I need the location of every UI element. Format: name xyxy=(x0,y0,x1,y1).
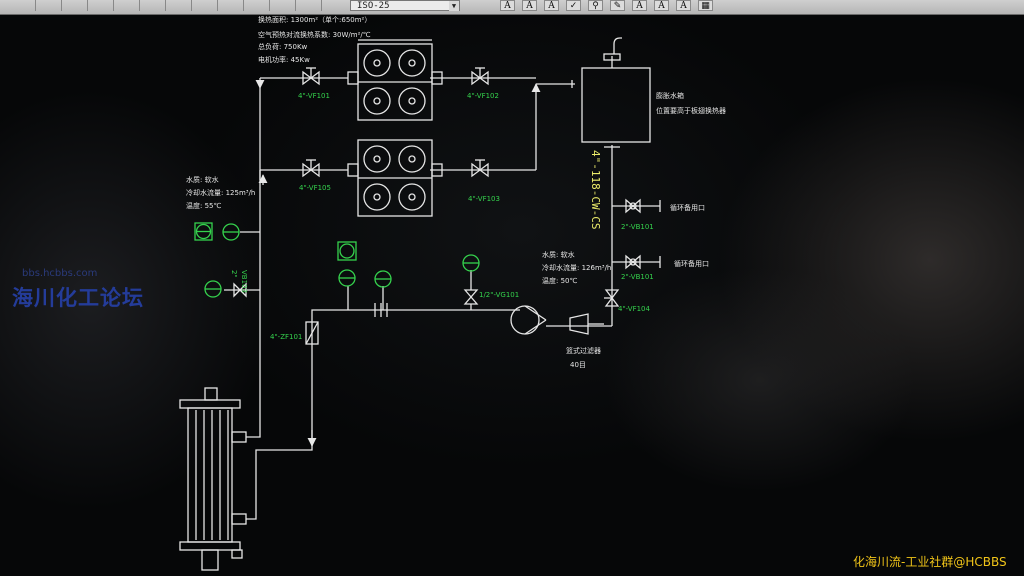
tag-vg101: 1/2"-VG101 xyxy=(479,291,519,299)
tag-zf101: 4"-ZF101 xyxy=(270,333,302,341)
check-spelling-button[interactable]: ✓ xyxy=(566,0,581,11)
pressure-gauge-outlet[interactable] xyxy=(338,269,356,287)
tank-position-note: 位置要高于板翅换热器 xyxy=(656,106,726,115)
temperature-gauge-inlet[interactable] xyxy=(194,222,213,241)
water-out-flow: 冷却水流量: 126m³/h xyxy=(542,263,611,272)
toolbar-tab[interactable] xyxy=(166,0,192,11)
shell-tube-heat-exchanger[interactable] xyxy=(179,387,247,571)
temperature-gauge-outlet[interactable] xyxy=(337,241,357,261)
valve-vb103[interactable] xyxy=(233,282,247,298)
tag-vf104: 4"-VF104 xyxy=(618,305,651,313)
tag-vf103: 4"-VF103 xyxy=(468,195,500,203)
valve-vb101[interactable] xyxy=(625,198,661,214)
watermark-url: bbs.hcbbs.com xyxy=(22,268,98,279)
filter-name: 篮式过滤器 xyxy=(566,346,601,355)
toolbar-tab[interactable] xyxy=(62,0,88,11)
toolbar-tab[interactable] xyxy=(36,0,62,11)
toolbar-tab[interactable] xyxy=(114,0,140,11)
toolbar-tab[interactable] xyxy=(88,0,114,11)
spec-area: 换热面积: 1300m²（单个:650m²） xyxy=(258,15,371,24)
valve-vf103[interactable] xyxy=(471,159,489,178)
text-convert-button[interactable]: A xyxy=(632,0,647,11)
pressure-gauge-inlet[interactable] xyxy=(222,223,240,241)
tank-name: 膨胀水箱 xyxy=(656,91,684,100)
spec-coefficient: 空气预热对流换热系数: 30W/m²/℃ xyxy=(258,30,371,39)
pipe-line-label: 4"-118-CW-CS xyxy=(589,150,602,229)
valve-vb102[interactable] xyxy=(625,254,661,270)
standby-port-1: 循环备用口 xyxy=(670,203,705,212)
watermark-forum-name: 海川化工论坛 xyxy=(12,286,144,310)
text-scale-button[interactable]: ⚲ xyxy=(588,0,603,11)
tag-vf102: 4"-VF102 xyxy=(467,92,499,100)
text-mask-button[interactable]: A xyxy=(654,0,669,11)
valve-vf101[interactable] xyxy=(302,67,320,86)
pressure-gauge-vg101[interactable] xyxy=(462,254,480,272)
text-find-button[interactable]: A xyxy=(544,0,559,11)
watermark-corner: 化海川流-工业社群@HCBBS xyxy=(853,555,1007,569)
filter-mesh: 40目 xyxy=(570,361,586,369)
toolbar-tab[interactable] xyxy=(270,0,296,11)
water-out-temp: 温度: 50℃ xyxy=(542,276,577,285)
dimstyle-value: ISO-25 xyxy=(357,1,390,11)
standby-port-2: 循环备用口 xyxy=(674,259,709,268)
tag-vf101: 4"-VF101 xyxy=(298,92,330,100)
orifice-flange[interactable] xyxy=(374,303,388,317)
toolbar-tab[interactable] xyxy=(10,0,36,11)
water-in-quality: 水质: 软水 xyxy=(186,175,219,184)
air-cooler-lower[interactable] xyxy=(347,139,443,217)
tag-vf105: 4"-VF105 xyxy=(299,184,331,192)
text-style-button[interactable]: A xyxy=(500,0,515,11)
valve-vf102[interactable] xyxy=(471,67,489,86)
toolbar-tab[interactable] xyxy=(218,0,244,11)
pressure-gauge-drain[interactable] xyxy=(204,280,222,298)
toolbar-tab[interactable] xyxy=(192,0,218,11)
text-justify-button[interactable]: ✎ xyxy=(610,0,625,11)
air-cooler-upper[interactable] xyxy=(347,39,443,121)
check-valve-zf101[interactable] xyxy=(305,321,319,345)
valve-vf105[interactable] xyxy=(302,159,320,178)
text-align-button[interactable]: ▦ xyxy=(698,0,713,11)
tag-vb104: 2" xyxy=(230,270,238,278)
water-in-flow: 冷却水流量: 125m³/h xyxy=(186,188,255,197)
tag-vb102: 2"-VB101 xyxy=(621,273,654,281)
water-out-quality: 水质: 软水 xyxy=(542,250,575,259)
chevron-down-icon[interactable]: ▼ xyxy=(449,1,459,11)
toolbar-tab[interactable] xyxy=(140,0,166,11)
circulation-pump[interactable] xyxy=(510,305,547,335)
basket-filter[interactable] xyxy=(569,313,604,335)
tag-vb103: VB103 xyxy=(240,270,248,293)
valve-vg101[interactable] xyxy=(463,289,479,310)
tag-vb101: 2"-VB101 xyxy=(621,223,654,231)
text-fit-button[interactable]: A xyxy=(676,0,691,11)
expansion-tank[interactable] xyxy=(571,37,651,148)
water-in-temp: 温度: 55℃ xyxy=(186,201,221,210)
toolbar-tab[interactable] xyxy=(244,0,270,11)
cad-toolbar: ISO-25 ▼ A A A ✓ ⚲ ✎ A A A ▦ xyxy=(0,0,1024,15)
spec-motor: 电机功率: 45Kw xyxy=(258,55,310,64)
valve-vf104[interactable] xyxy=(604,289,620,307)
text-edit-button[interactable]: A xyxy=(522,0,537,11)
toolbar-tab[interactable] xyxy=(296,0,322,11)
flow-gauge-outlet[interactable] xyxy=(374,270,392,288)
spec-load: 总负荷: 750Kw xyxy=(258,42,308,51)
dimstyle-dropdown[interactable]: ISO-25 ▼ xyxy=(350,0,460,11)
